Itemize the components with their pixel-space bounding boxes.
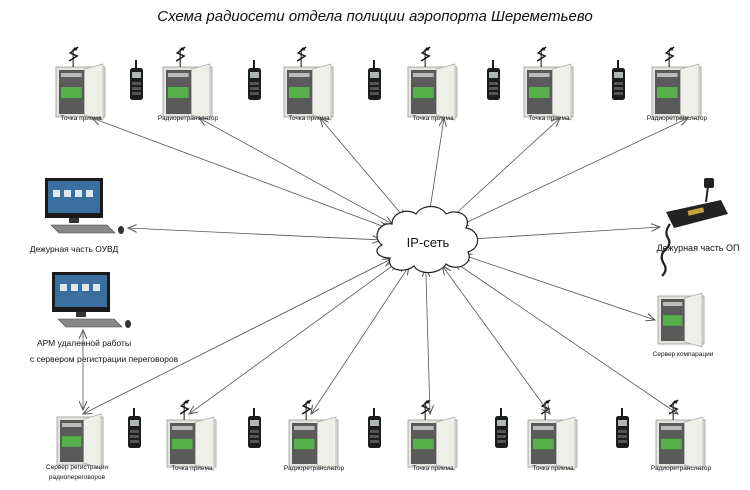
signal-icon — [420, 46, 431, 62]
top-node-6: Радиоретранслятор — [647, 46, 708, 122]
mouse-icon — [118, 226, 124, 234]
node-label: Радиоретранслятор — [158, 115, 219, 122]
keyboard-icon — [57, 318, 123, 328]
cable-icon — [660, 223, 671, 277]
cabinet-icon — [655, 399, 706, 471]
top-node-1: Точка приема — [55, 46, 106, 122]
node-label: с сервером регистрации переговоров — [30, 354, 179, 364]
workstation-icon — [52, 272, 131, 328]
handheld-radio-icon — [368, 60, 381, 100]
mobile-radio-icon — [660, 178, 728, 277]
node-label: радиопереговоров — [49, 474, 106, 481]
node-label: Точка приема — [171, 465, 213, 472]
link-arrow — [429, 118, 444, 216]
cabinet-icon — [657, 292, 705, 348]
link-arrow — [83, 259, 391, 414]
top-node-2: Радиоретранслятор — [158, 46, 219, 122]
node-label: Радиоретранслятор — [647, 115, 708, 122]
handheld-radio-icon — [128, 408, 141, 448]
workstation-icon — [45, 178, 124, 234]
link-arrow — [311, 266, 409, 414]
node-label: Точка приема — [412, 115, 454, 122]
bottom-node-4: Точка приема — [407, 399, 458, 472]
cabinet-icon — [407, 46, 458, 121]
cloud-icon — [376, 205, 479, 274]
link-arrow — [128, 228, 381, 240]
link-arrow — [454, 262, 678, 414]
diagram-title: Схема радиосети отдела полиции аэропорта… — [157, 8, 593, 25]
cabinet-icon — [527, 399, 578, 471]
cabinet-icon — [288, 399, 339, 471]
keyboard-icon — [50, 224, 116, 234]
handheld-radio-icon — [487, 60, 500, 100]
handheld-radio-icon — [130, 60, 143, 100]
handheld-radio-icon — [616, 408, 629, 448]
right-node-2: Сервер компарации — [653, 292, 714, 358]
signal-icon — [179, 399, 190, 415]
node-label: Радиоретранслятор — [284, 465, 345, 472]
signal-icon — [301, 399, 312, 415]
cabinet-icon — [166, 399, 217, 471]
node-label: Радиоретранслятор — [651, 465, 712, 472]
cabinet-icon — [55, 46, 106, 121]
link-arrow — [189, 262, 397, 414]
microphone-icon — [704, 178, 714, 188]
signal-icon — [536, 46, 547, 62]
signal-icon — [664, 46, 675, 62]
cabinet-icon — [56, 413, 104, 469]
link-arrow — [459, 118, 688, 226]
link-arrow — [442, 266, 550, 414]
antenna-icon — [705, 185, 709, 203]
node-label: Сервер регистрации — [46, 464, 108, 471]
bottom-node-2: Точка приема — [166, 399, 217, 472]
handheld-radio-icon — [612, 60, 625, 100]
node-label: Дежурная часть ОП — [657, 243, 740, 253]
handheld-radio-icon — [368, 408, 381, 448]
right-node-1: Дежурная часть ОП — [657, 178, 740, 277]
cabinet-icon — [407, 399, 458, 471]
bottom-node-3: Радиоретранслятор — [284, 399, 345, 472]
node-label: Дежурная часть ОУВД — [30, 244, 119, 254]
link-arrow — [199, 118, 393, 224]
handheld-radio-icon — [495, 408, 508, 448]
link-arrow — [92, 118, 388, 228]
node-label: Точка приема — [288, 115, 330, 122]
link-arrow — [320, 118, 405, 219]
node-label: Точка приема — [528, 115, 570, 122]
top-node-3: Точка приема — [283, 46, 334, 122]
node-label: Сервер компарации — [653, 351, 714, 358]
mouse-icon — [125, 320, 131, 328]
node-label: Точка приема — [60, 115, 102, 122]
top-node-5: Точка приема — [523, 46, 574, 122]
bottom-node-1: Сервер регистрации радиопереговоров — [46, 413, 108, 481]
handheld-radio-icon — [248, 60, 261, 100]
cabinet-icon — [283, 46, 334, 121]
bottom-node-5: Точка приема — [527, 399, 578, 472]
link-arrow — [469, 227, 660, 239]
top-node-4: Точка приема — [407, 46, 458, 122]
left-node-1: Дежурная часть ОУВД — [30, 178, 124, 254]
handheld-radio-icon — [248, 408, 261, 448]
signal-icon — [175, 46, 186, 62]
node-label: Точка приема — [412, 465, 454, 472]
ip-network-cloud: IP-сеть — [376, 205, 479, 274]
link-arrow — [426, 268, 430, 414]
link-arrow — [463, 255, 655, 320]
network-label: IP-сеть — [407, 235, 450, 250]
signal-icon — [68, 46, 79, 62]
cabinet-icon — [523, 46, 574, 121]
signal-icon — [296, 46, 307, 62]
node-label: Точка приема — [532, 465, 574, 472]
node-label: АРМ удаленной работы — [37, 338, 131, 348]
bottom-node-6: Радиоретранслятор — [651, 399, 712, 472]
left-node-2: АРМ удаленной работы с сервером регистрац… — [30, 272, 179, 364]
cabinet-icon — [162, 46, 213, 121]
cabinet-icon — [651, 46, 702, 121]
